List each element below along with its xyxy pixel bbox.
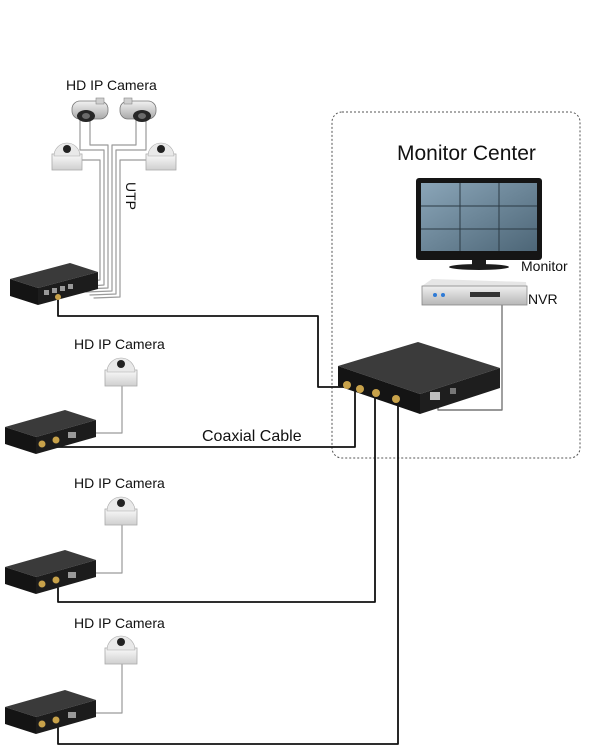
receiver-4	[5, 690, 96, 734]
utp-label: UTP	[123, 182, 139, 210]
monitor-center-title: Monitor Center	[397, 142, 536, 165]
nvr-device	[421, 279, 528, 306]
dome-camera-2	[104, 357, 138, 387]
dome-camera-4	[104, 635, 138, 665]
receiver-1	[10, 263, 98, 305]
dome-camera-top-left	[51, 142, 83, 171]
nvr-label: NVR	[528, 291, 558, 307]
monitor-label: Monitor	[521, 258, 568, 274]
dome-camera-3	[104, 496, 138, 526]
dome-camera-top-right	[145, 142, 177, 171]
coax-cables	[39, 299, 399, 745]
monitor-center-region	[331, 111, 581, 459]
top-camera-group-label: HD IP Camera	[66, 77, 157, 93]
bullet-camera-right	[119, 97, 157, 122]
camera-2-label: HD IP Camera	[74, 336, 165, 352]
monitor	[416, 178, 542, 270]
camera-3-label: HD IP Camera	[74, 475, 165, 491]
receiver-3	[5, 550, 96, 594]
bullet-camera-left	[71, 97, 109, 122]
camera-4-label: HD IP Camera	[74, 615, 165, 631]
receiver-2	[5, 410, 96, 454]
central-transmitter	[338, 342, 500, 414]
coaxial-cable-label: Coaxial Cable	[202, 428, 302, 445]
